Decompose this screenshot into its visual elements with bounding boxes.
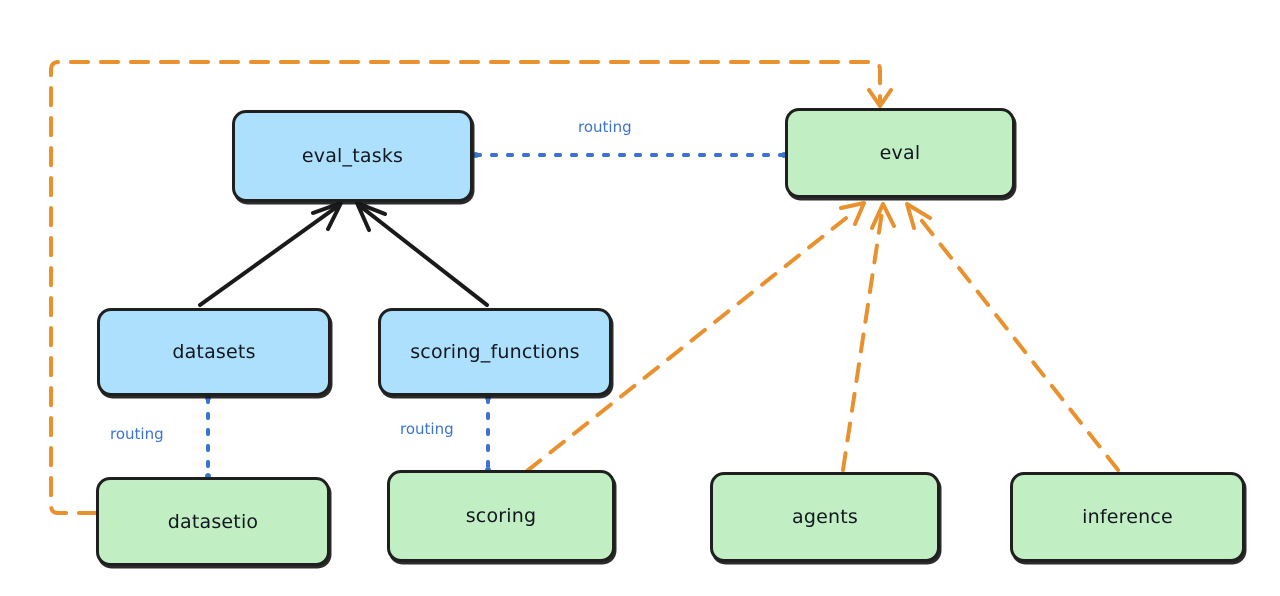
arrowhead <box>839 201 866 226</box>
node-label: eval_tasks <box>301 145 404 167</box>
node-label: datasets <box>172 341 256 363</box>
node-eval[interactable]: eval <box>785 108 1015 198</box>
edge-path <box>525 209 857 473</box>
edge-path <box>913 210 1120 472</box>
edge-path <box>358 204 489 307</box>
arrowhead <box>905 202 932 230</box>
edge-endpoint-dot <box>485 395 491 401</box>
node-label: inference <box>1082 506 1173 528</box>
edge-endpoint-dot <box>205 395 211 401</box>
edge-path <box>49 60 882 515</box>
node-scoring[interactable]: scoring <box>387 470 615 562</box>
node-eval-tasks[interactable]: eval_tasks <box>232 110 473 202</box>
edge-scoring-to-eval <box>525 201 866 473</box>
edge-inference-to-eval <box>905 202 1120 472</box>
arrowhead <box>870 202 896 230</box>
arrowhead <box>867 88 893 108</box>
node-datasets[interactable]: datasets <box>97 308 331 396</box>
node-label: datasetio <box>167 510 259 533</box>
edge-label-routing-eval-tasks-eval: routing <box>578 118 632 136</box>
edge-datasets-to-datasetio <box>205 395 211 479</box>
node-datasetio[interactable]: datasetio <box>96 477 330 566</box>
edge-path <box>841 210 884 472</box>
edge-label-routing-datasets-datasetio: routing <box>110 425 164 443</box>
node-agents[interactable]: agents <box>710 472 940 562</box>
node-label: eval <box>879 142 921 164</box>
node-label: agents <box>792 506 858 528</box>
arrowhead <box>355 201 387 232</box>
arrowhead <box>311 201 343 231</box>
edge-path <box>198 204 340 307</box>
edge-scoring_functions-to-eval_tasks <box>355 201 489 307</box>
edge-eval_tasks-to-eval <box>473 152 787 158</box>
node-label: scoring <box>465 505 537 527</box>
node-inference[interactable]: inference <box>1010 472 1245 562</box>
edge-label-routing-scoring-functions-scoring: routing <box>400 420 454 438</box>
node-scoring-functions[interactable]: scoring_functions <box>378 308 612 396</box>
edge-endpoint-dot <box>473 152 479 158</box>
node-label: scoring_functions <box>410 341 580 363</box>
edge-datasets-to-eval_tasks <box>198 201 343 307</box>
edge-datasetio-to-eval <box>49 60 893 515</box>
edge-agents-to-eval <box>841 202 896 472</box>
edge-scoring_functions-to-scoring <box>485 395 491 473</box>
